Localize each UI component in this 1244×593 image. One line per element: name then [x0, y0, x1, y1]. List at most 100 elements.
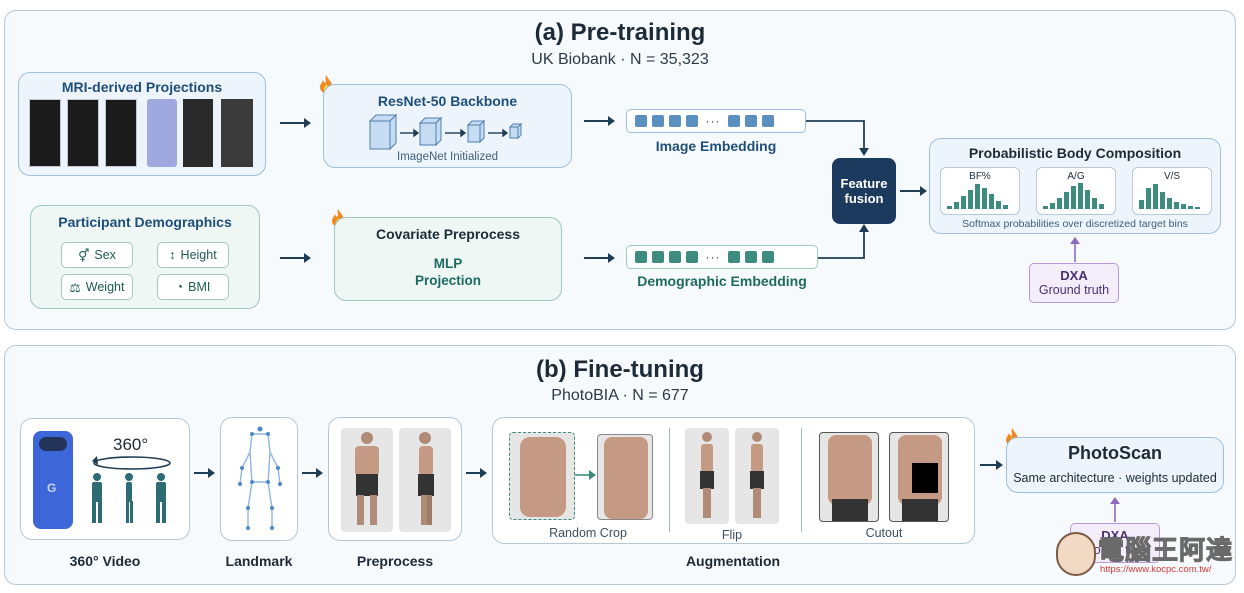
side-body-photo — [399, 428, 451, 532]
pretraining-subtitle: UK Biobank · N = 35,323 — [531, 51, 709, 68]
photoscan-subtitle: Same architecture · weights updated — [1013, 471, 1217, 485]
mri-slice-image — [67, 99, 99, 167]
rotation-icon — [92, 456, 171, 470]
mri-projections-title: MRI-derived Projections — [61, 79, 223, 95]
pretraining-title: (a) Pre-training — [534, 19, 706, 46]
fusion-label-line2: fusion — [844, 191, 884, 206]
histogram-label: BF% — [969, 171, 991, 182]
histogram-bf: BF% — [940, 167, 1020, 215]
image-embedding-label: Image Embedding — [655, 138, 777, 154]
demographic-embedding-vector: ··· — [626, 245, 818, 269]
cutout-photo-masked — [889, 432, 949, 522]
mri-body-projection-image — [183, 99, 213, 167]
preprocess-box — [328, 417, 462, 541]
histogram-vs: V/S — [1132, 167, 1212, 215]
chip-sex: ⚥Sex — [61, 242, 133, 268]
arrow-right-icon — [194, 468, 215, 478]
covariate-box: Covariate Preprocess MLP Projection — [334, 217, 562, 301]
image-embedding-vector: ··· — [626, 109, 806, 133]
histogram-label: A/G — [1067, 171, 1085, 182]
body-composition-box: Probabilistic Body Composition BF% A/G V… — [929, 138, 1221, 234]
arrow-right-icon — [900, 186, 927, 196]
resnet-backbone-box: ResNet-50 Backbone ImageNet Initialized — [323, 84, 572, 168]
random-crop-label: Random Crop — [549, 526, 627, 540]
arrow-right-icon — [466, 468, 487, 478]
mri-body-projection-image — [221, 99, 253, 167]
chip-height: ↕Height — [157, 242, 229, 268]
demographics-title: Participant Demographics — [58, 214, 232, 230]
demographic-embedding-label: Demographic Embedding — [637, 273, 807, 289]
ellipsis: ··· — [705, 250, 721, 264]
video-capture-box: G 360° — [20, 418, 190, 540]
arrow-up-icon — [1070, 237, 1080, 262]
mri-projections-box: MRI-derived Projections — [18, 72, 266, 176]
arrow-right-icon — [575, 470, 596, 480]
arrow-right-icon — [302, 468, 323, 478]
histogram-bars — [947, 184, 1008, 209]
dxa-title: DXA — [1101, 528, 1129, 543]
divider — [801, 428, 802, 532]
gender-icon: ⚥ — [78, 248, 90, 263]
cutout-label: Cutout — [865, 526, 903, 540]
video-label: 360° Video — [69, 553, 141, 569]
chip-bmi: ◔BMI — [157, 274, 229, 300]
resnet-backbone-title: ResNet-50 Backbone — [377, 93, 518, 109]
fusion-label-line1: Feature — [840, 176, 888, 191]
histogram-bars — [1043, 183, 1104, 209]
arrow-right-icon — [584, 253, 615, 263]
dxa-subtitle: Ground truth — [1079, 543, 1151, 557]
cutout-photo-original — [819, 432, 879, 522]
demographics-box: Participant Demographics ⚥Sex ↕Height ⚖W… — [30, 205, 260, 309]
body-composition-title: Probabilistic Body Composition — [968, 145, 1182, 161]
histogram-ag: A/G — [1036, 167, 1116, 215]
height-icon: ↕ — [169, 248, 176, 262]
flip-photo-mirrored — [735, 428, 779, 524]
scale-icon: ⚖ — [69, 280, 81, 295]
mascot-avatar — [1056, 532, 1096, 576]
preprocess-label: Preprocess — [356, 553, 434, 569]
watermark-text: 電腦王阿達 — [1097, 535, 1234, 566]
covariate-title: Covariate Preprocess — [376, 226, 520, 242]
mri-coronal-image — [147, 99, 177, 167]
arrow-up-icon — [1110, 497, 1120, 522]
augmentation-label: Augmentation — [685, 553, 781, 569]
mlp-label: MLP — [433, 256, 463, 271]
watermark-url: https://www.kocpc.com.tw/ — [1100, 564, 1212, 575]
ellipsis: ··· — [705, 114, 721, 128]
finetuning-subtitle: PhotoBIA · N = 677 — [551, 387, 689, 404]
arrow-right-icon — [584, 116, 615, 126]
arrow-right-icon — [280, 118, 311, 128]
feature-fusion-node: Feature fusion — [832, 158, 896, 224]
divider — [669, 428, 670, 532]
mri-slice-image — [105, 99, 137, 167]
projection-label: Projection — [414, 273, 481, 288]
landmark-box — [220, 417, 298, 541]
flip-photo-original — [685, 428, 729, 524]
arrow-right-icon — [980, 460, 1003, 470]
front-body-photo — [341, 428, 393, 532]
arrow-right-icon — [280, 253, 311, 263]
histogram-bars — [1139, 184, 1200, 209]
watermark: 電腦王阿達 https://www.kocpc.com.tw/ — [1056, 528, 1236, 582]
chip-weight: ⚖Weight — [61, 274, 133, 300]
softmax-note: Softmax probabilities over discretized t… — [962, 218, 1188, 230]
mri-slice-image — [29, 99, 61, 167]
augmentation-box: Random Crop Flip Cutout — [492, 417, 975, 544]
phone-image: G — [33, 431, 73, 529]
dxa-subtitle: Ground truth — [1038, 283, 1110, 297]
connector-line — [818, 224, 869, 259]
landmark-label: Landmark — [225, 553, 293, 569]
photoscan-title: PhotoScan — [1067, 443, 1162, 463]
rotation-label: 360° — [113, 435, 149, 454]
histogram-label: V/S — [1163, 171, 1181, 182]
gauge-icon: ◔ — [175, 280, 184, 294]
finetuning-title: (b) Fine-tuning — [536, 356, 704, 383]
connector-line — [806, 120, 869, 156]
imagenet-note: ImageNet Initialized — [397, 151, 498, 163]
dxa-title: DXA — [1060, 268, 1088, 283]
photoscan-box: PhotoScan Same architecture · weights up… — [1006, 437, 1224, 493]
random-crop-photo — [509, 432, 575, 520]
flip-label: Flip — [721, 528, 743, 542]
pose-landmark-icon — [238, 426, 282, 530]
person-silhouettes-icon — [92, 473, 166, 523]
